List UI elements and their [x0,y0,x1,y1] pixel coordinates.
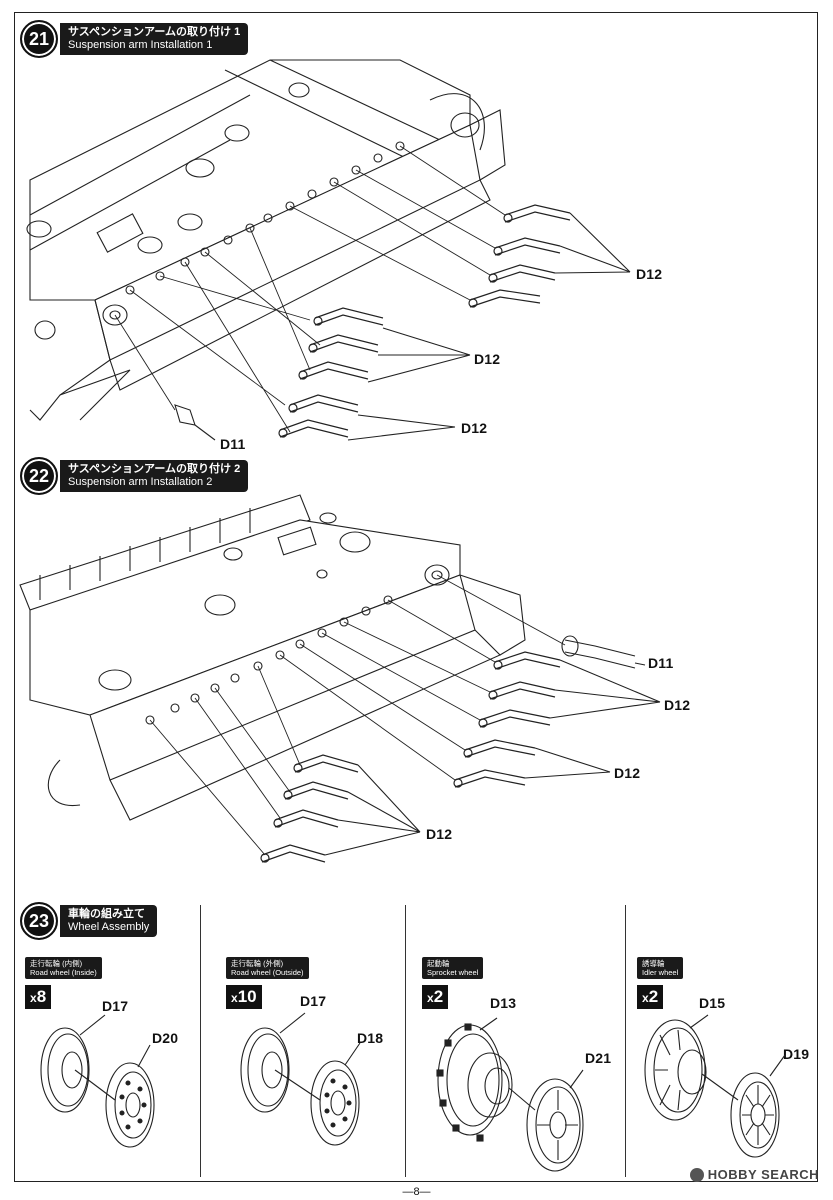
step-23-title-jp: 車輪の組み立て [68,908,145,920]
step-23-header: 23 車輪の組み立て Wheel Assembly [20,902,158,940]
step-21-number: 21 [20,20,58,58]
step-21-drawing [26,59,631,441]
watermark: HOBBY SEARCH [689,1167,819,1182]
step-22-number: 22 [20,457,58,495]
road-wheel-outside-drawing [240,1012,361,1146]
step-21-title-en: Suspension arm Installation 1 [68,39,213,51]
step21-label-d11: D11 [220,436,246,452]
road-wheel-inside-part-a: D17 [102,998,129,1014]
step21-label-d12-c: D12 [461,420,488,436]
step22-label-d12-b: D12 [614,765,641,781]
road-wheel-outside-part-b: D18 [357,1030,384,1046]
step-22-title-jp: サスペンションアームの取り付け 2 [68,463,241,475]
hobby-search-logo-icon [689,1167,704,1182]
idler-wheel-title: 誘導輪 Idler wheel [637,957,684,979]
idler-wheel-part-b: D19 [783,1046,810,1062]
sprocket-wheel-qty: x2 [422,985,449,1009]
idler-wheel-drawing [644,1014,786,1158]
page-number: —8— [402,1186,431,1198]
road-wheel-outside-title: 走行転輪 (外側) Road wheel (Outside) [226,957,309,979]
step-22-header: 22 サスペンションアームの取り付け 2 Suspension arm Inst… [20,457,249,495]
sprocket-wheel-part-b: D21 [585,1050,612,1066]
road-wheel-inside-title: 走行転輪 (内側) Road wheel (Inside) [25,957,102,979]
step-23-number: 23 [20,902,58,940]
road-wheel-inside-qty: x8 [25,985,52,1009]
road-wheel-inside-drawing [40,1014,155,1148]
road-wheel-outside-qty: x10 [226,985,262,1009]
panel-divider-3 [625,905,626,1177]
step-21-title-jp: サスペンションアームの取り付け 1 [68,26,241,38]
panel-divider-2 [405,905,406,1177]
idler-wheel-qty: x2 [637,985,664,1009]
sprocket-wheel-title: 起動輪 Sprocket wheel [422,957,484,979]
step22-label-d12-c: D12 [426,826,453,842]
step-21-header: 21 サスペンションアームの取り付け 1 Suspension arm Inst… [20,20,249,58]
road-wheel-inside-part-b: D20 [152,1030,179,1046]
step21-label-d12-b: D12 [474,351,501,367]
panel-divider-1 [200,905,201,1177]
road-wheel-outside-part-a: D17 [300,993,327,1009]
step22-label-d11: D11 [648,655,674,671]
page-frame [14,12,818,1182]
sprocket-wheel-drawing [436,1017,584,1172]
step-23-title-en: Wheel Assembly [68,921,150,933]
idler-wheel-part-a: D15 [699,995,726,1011]
step22-label-d12-a: D12 [664,697,691,713]
step-22-drawing [19,494,661,863]
sprocket-wheel-part-a: D13 [490,995,517,1011]
step21-label-d12-a: D12 [636,266,663,282]
step-22-title-en: Suspension arm Installation 2 [68,476,213,488]
